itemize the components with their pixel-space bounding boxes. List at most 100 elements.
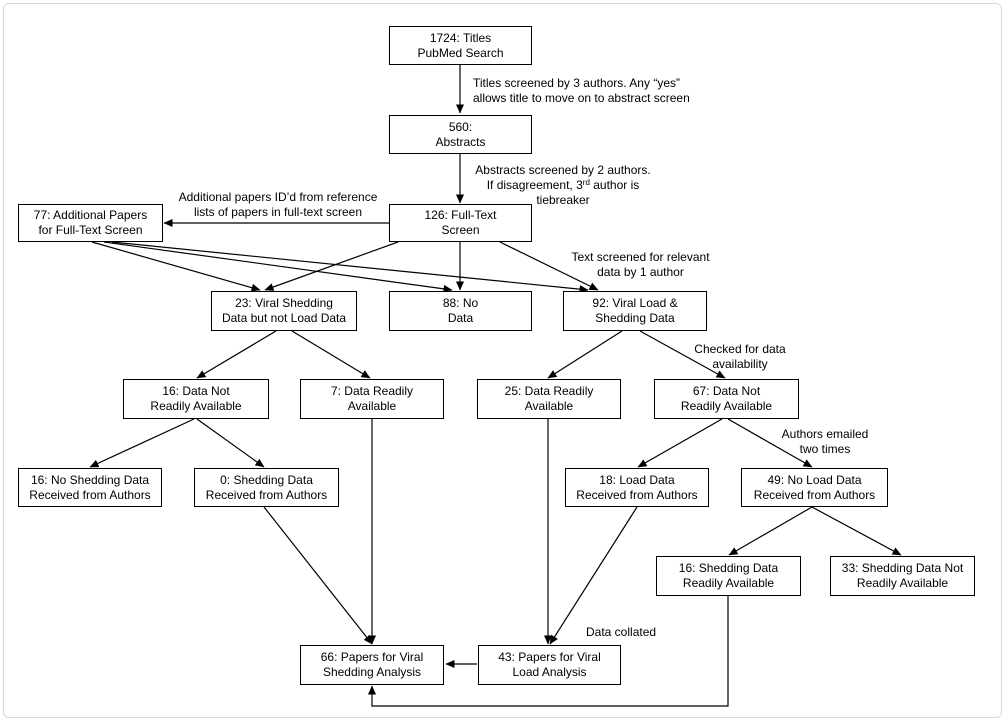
- load-shedding-label: Shedding Data: [595, 311, 675, 325]
- edge-load-recv-to-load-final: [549, 506, 638, 645]
- shedding-data-not-available-label: Readily Available: [856, 576, 949, 590]
- abstracts-screened-superscript: rd: [582, 178, 590, 187]
- edge-s-not-avail-to-no-shed-recv: [89, 418, 195, 468]
- edge-load-shedding-to-l-avail: [547, 330, 623, 379]
- edge-shed-avail-to-shedding-final: [368, 595, 729, 707]
- shedding-analysis-box: 66: Papers for Viral Shedding Analysis: [300, 645, 444, 685]
- checked-availability-note: Checked for data availability: [685, 342, 795, 372]
- authors-emailed-note: Authors emailed two times: [773, 427, 877, 457]
- additional-id-line2: lists of papers in full-text screen: [193, 205, 363, 219]
- authors-emailed-line1: Authors emailed: [781, 427, 869, 441]
- text-screened-note: Text screened for relevant data by 1 aut…: [563, 250, 718, 280]
- shedding-received-label: Received from Authors: [205, 487, 328, 502]
- load-received-label: Received from Authors: [576, 487, 698, 502]
- abstracts-screened-note: Abstracts screened by 2 authors. If disa…: [470, 163, 656, 208]
- no-load-received-count: 49: No Load Data: [767, 472, 862, 487]
- fulltext-screen-box: 126: Full-Text Screen: [389, 204, 532, 242]
- no-shedding-received-box: 16: No Shedding Data Received from Autho…: [18, 468, 162, 507]
- edge-additional-to-shedding-only: [91, 241, 261, 292]
- abstracts-screened-line2: If disagreement, 3rd author is: [470, 178, 656, 193]
- pubmed-search-label: PubMed Search: [417, 45, 504, 60]
- fulltext-screen-count: 126: Full-Text: [424, 208, 497, 222]
- shedding-data-available-box: 16: Shedding Data Readily Available: [656, 556, 801, 596]
- edge-fulltext-to-shedding-only: [264, 241, 399, 291]
- edge-shedding-only-to-not-avail: [196, 330, 277, 379]
- abstracts-box: 560: Abstracts: [389, 115, 532, 154]
- load-shedding-box: 92: Viral Load & Shedding Data: [563, 291, 707, 331]
- figure-frame: [3, 3, 1002, 718]
- abstracts-screened-line3: tiebreaker: [536, 193, 590, 207]
- pubmed-search-count: 1724: Titles: [429, 30, 492, 45]
- no-data-box: 88: No Data: [389, 291, 532, 331]
- load-available-box: 25: Data Readily Available: [477, 379, 621, 419]
- abstracts-screened-line2-pre: If disagreement, 3: [486, 178, 583, 192]
- shedding-data-not-available-box: 33: Shedding Data Not Readily Available: [830, 556, 975, 596]
- additional-id-note: Additional papers ID’d from reference li…: [170, 190, 386, 220]
- data-collated-line1: Data collated: [586, 625, 657, 639]
- edge-l-not-avail-to-no-load-recv: [727, 418, 813, 468]
- edge-shedding-only-to-avail: [291, 330, 371, 379]
- titles-screened-note: Titles screened by 3 authors. Any “yes” …: [473, 76, 690, 106]
- shedding-available-box: 7: Data Readily Available: [300, 379, 444, 419]
- edge-s-not-avail-to-shed-recv: [196, 418, 265, 468]
- shedding-data-not-available-count: 33: Shedding Data Not: [841, 561, 964, 575]
- shedding-not-available-box: 16: Data Not Readily Available: [123, 379, 269, 419]
- load-not-available-label: Readily Available: [680, 399, 773, 413]
- additional-papers-label: for Full-Text Screen: [38, 223, 143, 237]
- no-shedding-received-label: Received from Authors: [29, 487, 151, 502]
- additional-papers-count: 77: Additional Papers: [33, 208, 148, 222]
- load-available-count: 25: Data Readily: [504, 384, 594, 398]
- abstracts-screened-line1: Abstracts screened by 2 authors.: [475, 163, 651, 177]
- shedding-analysis-label: Shedding Analysis: [322, 665, 422, 679]
- edge-no-load-recv-to-shed-avail: [728, 506, 813, 556]
- shedding-received-count: 0: Shedding Data: [220, 472, 313, 487]
- shedding-data-available-label: Readily Available: [682, 576, 775, 590]
- edge-additional-to-load-shedding: [111, 241, 589, 294]
- titles-screened-line2: allows title to move on to abstract scre…: [473, 91, 690, 105]
- edge-shed-recv-to-shedding-final: [263, 506, 373, 645]
- abstracts-label: Abstracts: [435, 134, 486, 149]
- edge-fulltext-to-load-shedding: [499, 241, 599, 291]
- load-shedding-count: 92: Viral Load &: [592, 296, 678, 310]
- shedding-not-available-count: 16: Data Not: [162, 384, 230, 398]
- load-analysis-count: 43: Papers for Viral: [498, 650, 601, 664]
- edge-load-shedding-to-l-not-avail: [639, 330, 726, 379]
- checked-availability-line1: Checked for data: [694, 342, 786, 356]
- no-shedding-received-count: 16: No Shedding Data: [30, 472, 150, 487]
- load-not-available-box: 67: Data Not Readily Available: [654, 379, 799, 419]
- load-received-count: 18: Load Data: [599, 472, 675, 487]
- edge-no-load-recv-to-shed-not-avail: [811, 506, 902, 556]
- edge-additional-to-no-data: [103, 241, 453, 293]
- shedding-received-box: 0: Shedding Data Received from Authors: [194, 468, 339, 507]
- shedding-available-label: Available: [347, 399, 397, 413]
- data-collated-note: Data collated: [586, 625, 656, 640]
- no-data-label: Data: [447, 311, 474, 325]
- shedding-only-label: Data but not Load Data: [221, 311, 347, 325]
- abstracts-count: 560:: [448, 119, 473, 134]
- load-not-available-count: 67: Data Not: [692, 384, 761, 398]
- no-load-received-label: Received from Authors: [753, 487, 876, 502]
- checked-availability-line2: availability: [712, 357, 768, 371]
- shedding-not-available-label: Readily Available: [150, 399, 242, 413]
- load-received-box: 18: Load Data Received from Authors: [565, 468, 709, 507]
- shedding-analysis-count: 66: Papers for Viral: [320, 650, 424, 664]
- fulltext-screen-label: Screen: [441, 223, 480, 237]
- text-screened-line2: data by 1 author: [597, 265, 684, 279]
- text-screened-line1: Text screened for relevant: [571, 250, 710, 264]
- authors-emailed-line2: two times: [799, 442, 851, 456]
- pubmed-search-box: 1724: Titles PubMed Search: [389, 26, 532, 65]
- shedding-only-count: 23: Viral Shedding: [235, 296, 333, 310]
- additional-id-line1: Additional papers ID’d from reference: [178, 190, 378, 204]
- no-load-received-box: 49: No Load Data Received from Authors: [741, 468, 888, 507]
- load-analysis-box: 43: Papers for Viral Load Analysis: [478, 645, 621, 685]
- additional-papers-box: 77: Additional Papers for Full-Text Scre…: [18, 204, 163, 242]
- shedding-data-available-count: 16: Shedding Data: [678, 561, 779, 575]
- abstracts-screened-line2-post: author is: [589, 178, 640, 192]
- no-data-count: 88: No: [442, 296, 479, 310]
- edge-l-not-avail-to-load-recv: [637, 418, 723, 468]
- shedding-available-count: 7: Data Readily: [330, 384, 414, 398]
- load-analysis-label: Load Analysis: [512, 665, 587, 679]
- shedding-only-box: 23: Viral Shedding Data but not Load Dat…: [211, 291, 357, 331]
